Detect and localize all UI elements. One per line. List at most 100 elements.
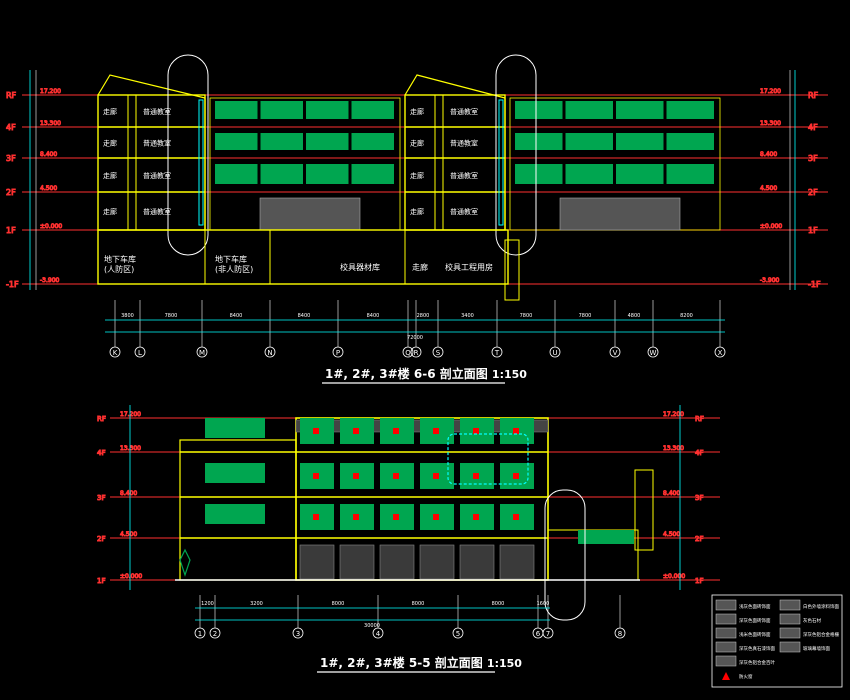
level-tag-left: 1F xyxy=(6,226,16,235)
red-mark xyxy=(353,514,359,520)
legend-swatch xyxy=(715,599,737,611)
storefront-panel xyxy=(379,544,415,580)
level-tag-right: 3F xyxy=(695,494,703,502)
green-window xyxy=(666,101,714,119)
level-tag-left: 2F xyxy=(6,188,16,197)
legend-swatch xyxy=(779,641,801,653)
axis-bubble xyxy=(134,346,146,358)
green-window-side xyxy=(205,504,265,524)
level-tag-right: RF xyxy=(695,415,704,423)
red-mark xyxy=(473,428,479,434)
legend-swatch xyxy=(715,613,737,625)
green-window xyxy=(260,164,303,184)
axis-letter: X xyxy=(718,349,723,357)
axis-letter: W xyxy=(650,349,657,357)
level-tag-right: 4F xyxy=(695,449,703,457)
legend-swatch xyxy=(779,599,801,611)
dim-text: 3800 xyxy=(121,313,134,319)
green-window-side xyxy=(205,418,265,438)
axis-bubble xyxy=(209,627,221,639)
level-tag-left: 2F xyxy=(97,535,105,543)
basement-label: (非人防区) xyxy=(215,264,253,274)
dim-text: 8400 xyxy=(230,313,243,319)
room-label: 普通教室 xyxy=(450,139,478,148)
level-elev-right: 4.500 xyxy=(760,185,777,192)
red-mark xyxy=(433,473,439,479)
legend-label: 深灰色铝合金格栅 xyxy=(803,631,839,638)
axis-letter: K xyxy=(113,349,118,357)
dim-text: 8400 xyxy=(298,313,311,319)
axis-bubble xyxy=(432,346,444,358)
green-window xyxy=(565,101,613,119)
wing-roof xyxy=(97,74,206,230)
level-elev-left: 13.300 xyxy=(40,120,61,127)
dim-text: 8400 xyxy=(367,313,380,319)
axis-letter: T xyxy=(494,349,500,357)
basement-label: 校具器材库 xyxy=(340,262,380,272)
room-label: 普通教室 xyxy=(143,171,171,180)
room-label: 普通教室 xyxy=(143,207,171,216)
level-elev-right: 13.300 xyxy=(760,120,781,127)
green-window xyxy=(215,101,258,119)
green-window xyxy=(260,101,303,119)
axis-letter: 6 xyxy=(536,630,541,638)
axis-bubble xyxy=(410,346,422,358)
green-window xyxy=(565,164,613,184)
ground-storefront xyxy=(559,197,681,231)
red-mark xyxy=(513,428,519,434)
axis-bubble xyxy=(452,627,464,639)
green-window xyxy=(215,164,258,184)
level-tag-right: -1F xyxy=(808,280,821,289)
green-window xyxy=(666,133,714,150)
axis-bubble xyxy=(372,627,384,639)
dim-text: 3400 xyxy=(461,313,474,319)
level-elev-right: ±0.000 xyxy=(663,573,685,580)
section-title-top: 1#, 2#, 3#楼 6-6 剖立面图 1:150 xyxy=(325,366,527,381)
ramp xyxy=(504,239,520,301)
basement-label: (人防区) xyxy=(104,264,134,274)
level-tag-right: 3F xyxy=(808,154,818,163)
storefront-panel xyxy=(339,544,375,580)
green-window xyxy=(215,133,258,150)
legend-label: 浅米色面砖饰面 xyxy=(739,631,771,638)
axis-bubble xyxy=(402,346,414,358)
green-window xyxy=(515,133,563,150)
legend-label: 防火窗 xyxy=(739,673,753,680)
dim-text: 2800 xyxy=(417,313,430,319)
legend-swatch xyxy=(779,627,801,639)
dim-text: 8000 xyxy=(492,601,505,607)
level-tag-left: 4F xyxy=(97,449,105,457)
level-tag-right: 1F xyxy=(808,226,818,235)
red-mark xyxy=(433,514,439,520)
red-mark xyxy=(393,514,399,520)
axis-letter: 1 xyxy=(198,630,202,638)
stair-shaft xyxy=(167,54,209,256)
level-elev-right: ±0.000 xyxy=(760,223,782,230)
axis-bubble xyxy=(491,346,503,358)
red-mark xyxy=(513,514,519,520)
red-mark xyxy=(473,473,479,479)
storefront-panel xyxy=(299,544,335,580)
red-mark xyxy=(353,473,359,479)
level-elev-right: -3.900 xyxy=(760,277,780,284)
axis-bubble xyxy=(109,346,121,358)
level-elev-right: 8.400 xyxy=(663,490,680,497)
legend-swatch xyxy=(722,672,730,680)
legend-label: 深灰色真石漆饰面 xyxy=(739,645,775,652)
green-window xyxy=(306,101,349,119)
red-mark xyxy=(353,428,359,434)
green-window xyxy=(351,164,394,184)
storefront-panel xyxy=(499,544,535,580)
level-elev-left: 4.500 xyxy=(40,185,57,192)
axis-letter: U xyxy=(552,349,557,357)
green-window-side xyxy=(205,463,265,483)
axis-letter: 4 xyxy=(376,630,381,638)
green-window xyxy=(515,164,563,184)
highlight-box xyxy=(447,433,529,485)
dim-text: 1200 xyxy=(201,601,214,607)
level-tag-right: 2F xyxy=(808,188,818,197)
green-window xyxy=(515,101,563,119)
axis-bubble xyxy=(292,627,304,639)
red-mark xyxy=(433,428,439,434)
